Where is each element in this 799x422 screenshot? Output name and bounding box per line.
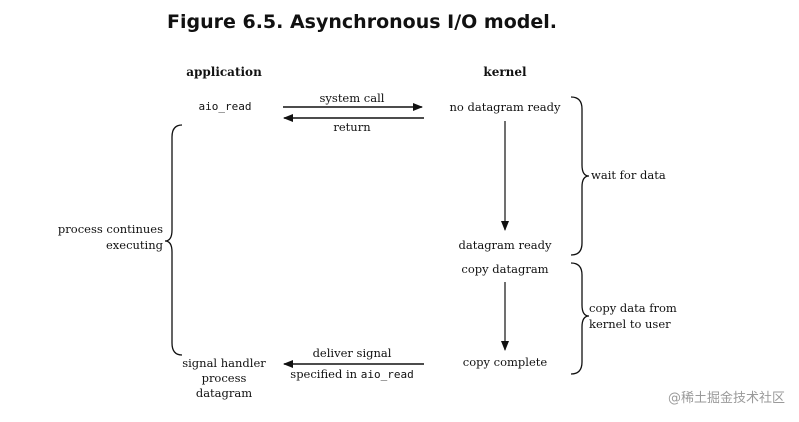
specified-in-code: aio_read <box>361 368 414 381</box>
wait-for-data-label: wait for data <box>591 168 666 182</box>
signal-handler-label-line3: datagram <box>196 386 252 400</box>
no-datagram-ready-label: no datagram ready <box>450 100 561 114</box>
watermark: @稀土掘金技术社区 <box>668 390 785 406</box>
copy-data-label-line1: copy data from <box>589 301 677 315</box>
copy-data-brace <box>570 262 590 375</box>
return-label: return <box>333 120 371 134</box>
specified-in-text: specified in <box>290 367 360 381</box>
process-continues-label-line1: process continues <box>58 222 163 236</box>
kernel-header: kernel <box>483 65 527 79</box>
aio-read-label: aio_read <box>199 100 252 113</box>
datagram-ready-label: datagram ready <box>459 238 552 252</box>
wait-for-data-brace <box>570 96 590 256</box>
copy-data-label-line2: kernel to user <box>589 317 671 331</box>
process-continues-label-line2: executing <box>106 238 164 252</box>
deliver-signal-label: deliver signal <box>313 346 392 360</box>
specified-in-label: specified in aio_read <box>290 367 413 381</box>
application-header: application <box>186 65 262 79</box>
system-call-label: system call <box>320 91 385 105</box>
process-continues-brace <box>164 124 183 356</box>
figure-title: Figure 6.5. Asynchronous I/O model. <box>167 11 557 33</box>
copy-datagram-label: copy datagram <box>461 262 548 276</box>
signal-handler-label-line1: signal handler <box>182 356 266 370</box>
signal-handler-label-line2: process <box>202 371 247 385</box>
copy-complete-label: copy complete <box>463 355 548 369</box>
